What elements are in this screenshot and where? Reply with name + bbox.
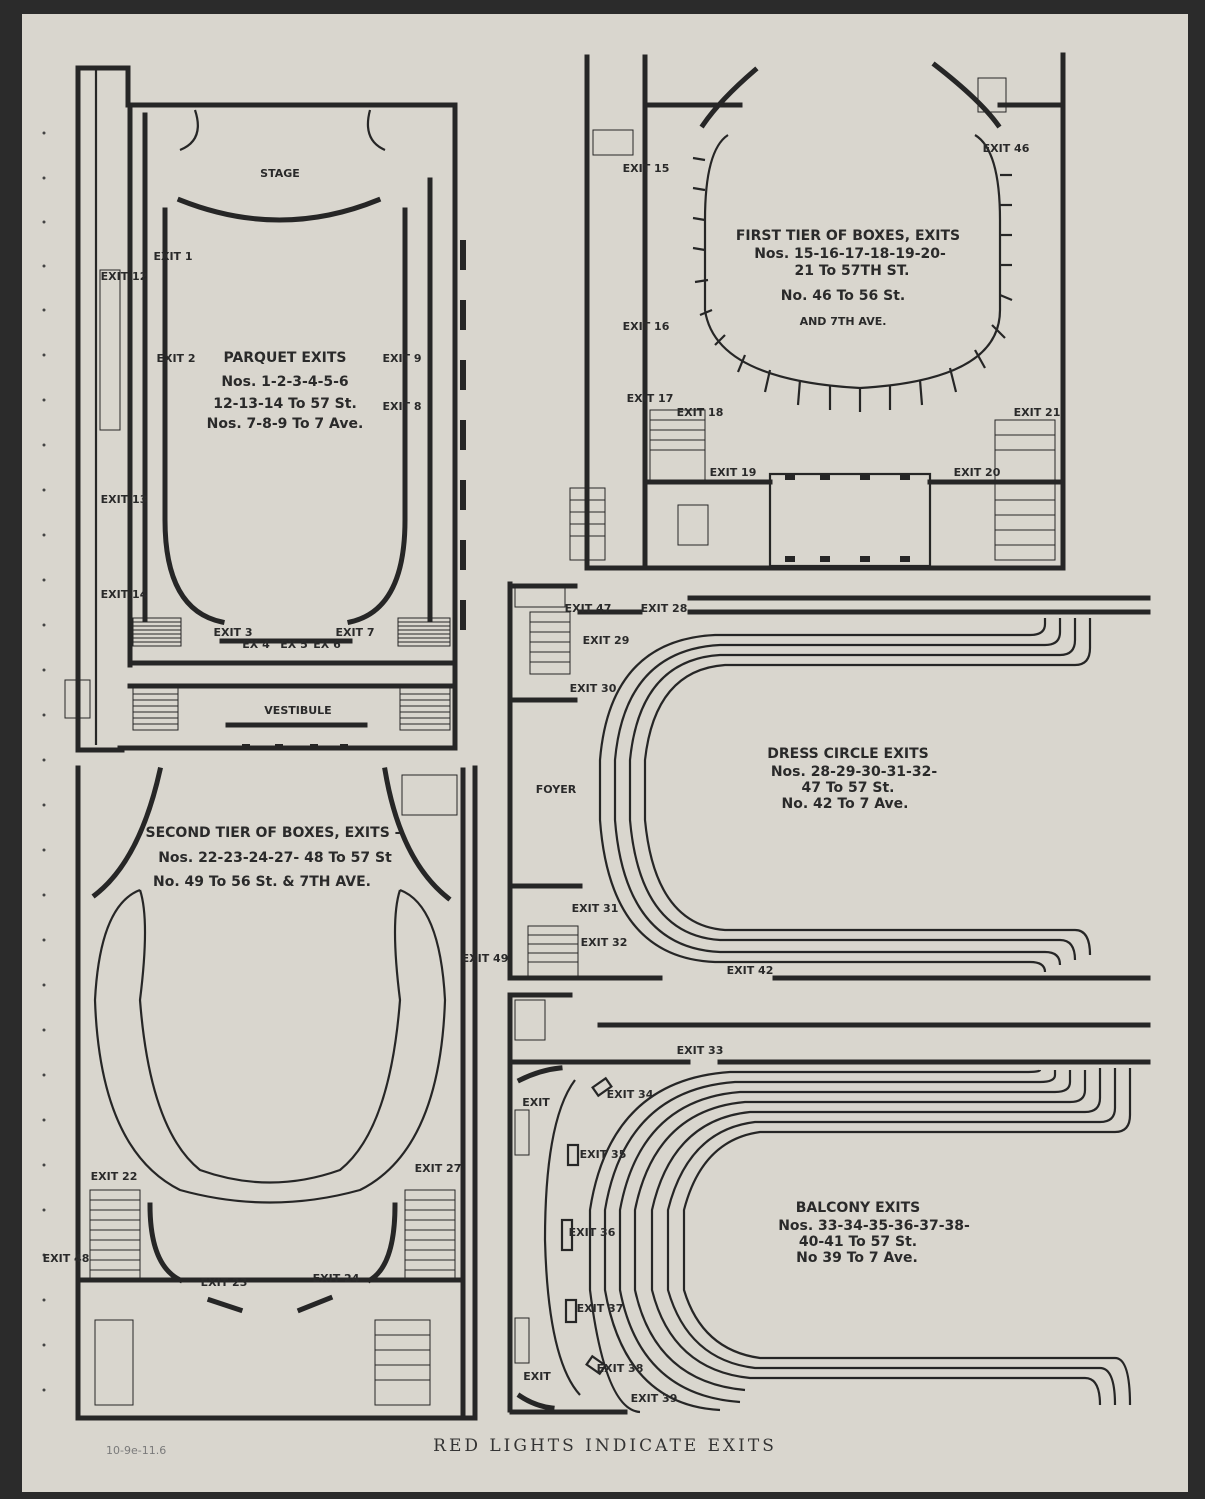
- exit-22: EXIT 22: [91, 1170, 138, 1183]
- exit-18: EXIT 18: [677, 406, 724, 419]
- exit-7: EXIT 7: [335, 626, 374, 639]
- exit-37: EXIT 37: [577, 1302, 624, 1315]
- binder-marks: [42, 131, 46, 1392]
- dress-circle-title: DRESS CIRCLE EXITS: [767, 746, 928, 762]
- parquet-title: PARQUET EXITS: [223, 350, 346, 366]
- exit-13: EXIT 13: [101, 493, 148, 506]
- exit-4: EX 4: [242, 638, 270, 651]
- dress-circle-line2: 47 To 57 St.: [802, 780, 895, 796]
- exit-31: EXIT 31: [572, 902, 619, 915]
- first-tier-title: FIRST TIER OF BOXES, EXITS: [736, 228, 960, 244]
- balcony-line3: No 39 To 7 Ave.: [796, 1250, 918, 1266]
- catalog-number: 10-9e-11.6: [106, 1444, 167, 1457]
- exit-2: EXIT 2: [156, 352, 195, 365]
- exit-48: EXIT 48: [43, 1252, 90, 1265]
- exit-1: EXIT 1: [153, 250, 192, 263]
- exit-19: EXIT 19: [710, 466, 757, 479]
- exit-14: EXIT 14: [101, 588, 148, 601]
- second-tier-title: SECOND TIER OF BOXES, EXITS -: [146, 825, 401, 841]
- exit-42: EXIT 42: [727, 964, 774, 977]
- dress-circle-line1: Nos. 28-29-30-31-32-: [771, 764, 938, 780]
- exit-6: EX 6: [313, 638, 341, 651]
- stage-label: STAGE: [260, 167, 300, 180]
- exit-23: EXIT 23: [201, 1276, 248, 1289]
- exit-12: EXIT 12: [101, 270, 148, 283]
- exit-8: EXIT 8: [382, 400, 421, 413]
- parquet-plan: STAGE VESTIBULE PARQUET EXITS Nos. 1-2-3…: [64, 65, 466, 753]
- exit-46: EXIT 46: [983, 142, 1030, 155]
- exit-47: EXIT 47: [565, 602, 612, 615]
- parquet-line1: Nos. 1-2-3-4-5-6: [221, 374, 348, 390]
- exit-36: EXIT 36: [569, 1226, 616, 1239]
- balcony-line2: 40-41 To 57 St.: [799, 1234, 917, 1250]
- second-tier-plan: SECOND TIER OF BOXES, EXITS - Nos. 22-23…: [43, 765, 509, 1421]
- exit-33: EXIT 33: [677, 1044, 724, 1057]
- second-tier-line2: No. 49 To 56 St. & 7TH AVE.: [153, 874, 371, 890]
- exit-9: EXIT 9: [382, 352, 421, 365]
- dress-circle-plan: FOYER DRESS CIRCLE EXITS Nos. 28-29-30-3…: [507, 581, 1151, 981]
- balcony-plan: BALCONY EXITS Nos. 33-34-35-36-37-38- 40…: [507, 992, 1151, 1415]
- exit-38: EXIT 38: [597, 1362, 644, 1375]
- second-tier-line1: Nos. 22-23-24-27- 48 To 57 St: [158, 850, 392, 866]
- program-page: STAGE VESTIBULE PARQUET EXITS Nos. 1-2-3…: [22, 14, 1188, 1492]
- balcony-title: BALCONY EXITS: [796, 1200, 921, 1216]
- exit-20: EXIT 20: [954, 466, 1001, 479]
- balcony-line1: Nos. 33-34-35-36-37-38-: [778, 1218, 970, 1234]
- exit-lower-left: EXIT: [523, 1370, 551, 1383]
- exit-32: EXIT 32: [581, 936, 628, 949]
- vestibule-label: VESTIBULE: [264, 704, 331, 717]
- first-tier-line2: 21 To 57TH ST.: [795, 263, 910, 279]
- exit-lights-caption: RED LIGHTS INDICATE EXITS: [433, 1436, 777, 1456]
- exit-35: EXIT 35: [580, 1148, 627, 1161]
- parquet-line3: Nos. 7-8-9 To 7 Ave.: [207, 416, 364, 432]
- exit-5: EX 5: [280, 638, 307, 651]
- exit-24: EXIT 24: [313, 1272, 360, 1285]
- exit-28: EXIT 28: [641, 602, 688, 615]
- foyer-label: FOYER: [536, 783, 577, 796]
- first-tier-plan: FIRST TIER OF BOXES, EXITS Nos. 15-16-17…: [569, 52, 1066, 571]
- exit-17: EXIT 17: [627, 392, 674, 405]
- exit-34: EXIT 34: [607, 1088, 654, 1101]
- exit-27: EXIT 27: [415, 1162, 462, 1175]
- exit-3: EXIT 3: [213, 626, 252, 639]
- exit-upper-left: EXIT: [522, 1096, 550, 1109]
- exit-49: EXIT 49: [462, 952, 509, 965]
- floor-plans: STAGE VESTIBULE PARQUET EXITS Nos. 1-2-3…: [42, 52, 1151, 1421]
- exit-15: EXIT 15: [623, 162, 670, 175]
- first-tier-line4: AND 7TH AVE.: [800, 315, 887, 328]
- exit-21: EXIT 21: [1014, 406, 1061, 419]
- exit-30: EXIT 30: [570, 682, 617, 695]
- exit-39: EXIT 39: [631, 1392, 678, 1405]
- first-tier-line1: Nos. 15-16-17-18-19-20-: [754, 246, 946, 262]
- parquet-line2: 12-13-14 To 57 St.: [213, 396, 357, 412]
- dress-circle-line3: No. 42 To 7 Ave.: [782, 796, 909, 812]
- exit-29: EXIT 29: [583, 634, 630, 647]
- exit-16: EXIT 16: [623, 320, 670, 333]
- first-tier-line3: No. 46 To 56 St.: [781, 288, 906, 304]
